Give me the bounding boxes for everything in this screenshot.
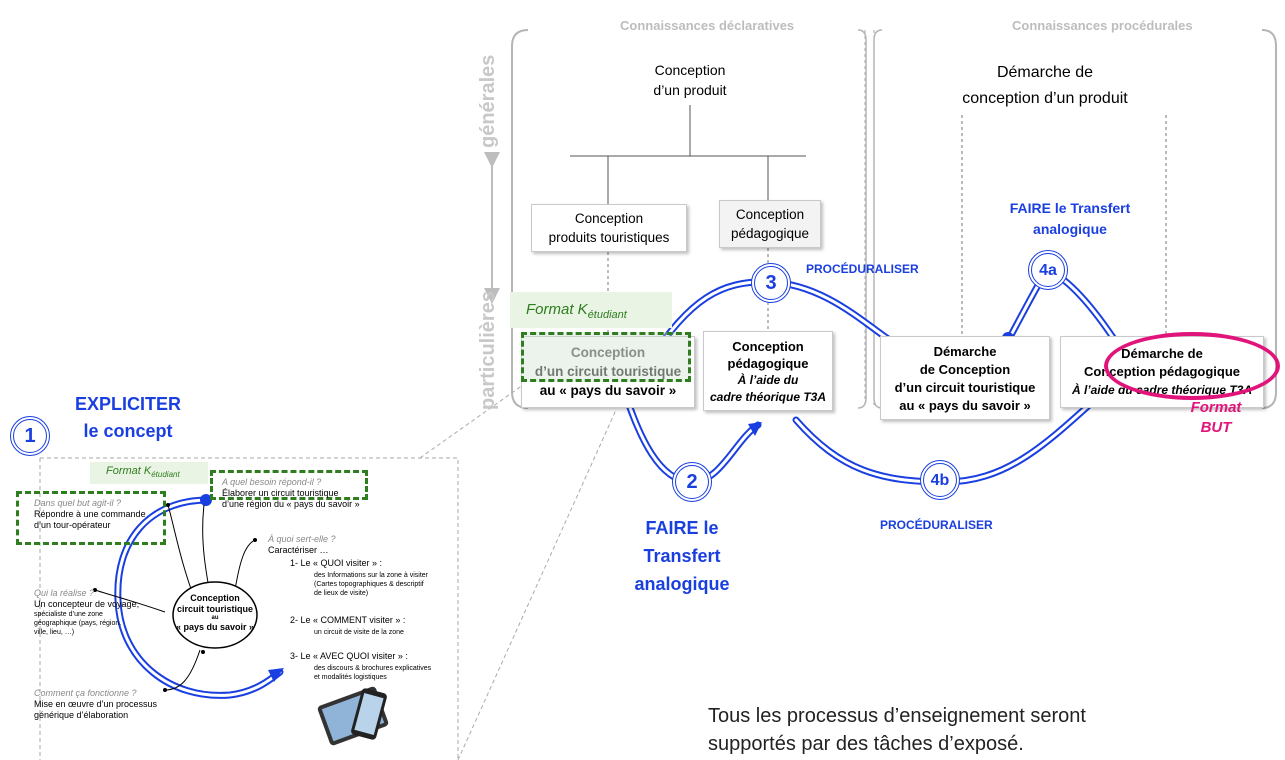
inset-item-1: 1- Le « QUOI visiter » : [290,558,383,568]
inset-q4: Qui la réalise ? Un concepteur de voyage… [34,588,140,636]
step-4a-circle: 4a [1028,250,1068,290]
format-but-ellipse [1104,332,1280,400]
step-3-circle: 3 [751,263,791,303]
step-4b-circle: 4b [920,460,960,500]
inset-center-ellipse [172,581,258,649]
step-2-circle: 2 [672,462,712,502]
inset-dashed-frame-1 [16,491,166,545]
inset-q1: Dans quel but agit-il ? Répondre à une c… [34,498,146,530]
step-3-label: PROCÉDURALISER [806,262,919,276]
inset-item-2-desc: un circuit de visite de la zone [314,629,404,636]
header-declarative: Connaissances déclaratives [620,18,795,33]
box-demarche-circuit: Démarche de Conception d’un circuit tour… [880,336,1050,420]
axis-label-particulieres: particulières [477,291,499,410]
inset-item-3: 3- Le « AVEC QUOI visiter » : [290,651,408,661]
step-4b-label: PROCÉDURALISER [880,518,993,532]
inset-q3: À quoi sert-elle ? Caractériser … [268,534,336,555]
box-conception-circuit: Conception d’un circuit touristique au «… [521,336,695,408]
inset-q2: A quel besoin répond-il ? Élaborer un ci… [222,477,360,509]
devices-illustration [317,686,389,746]
left-bracket [511,29,529,409]
inset-item-1-desc: des Informations sur la zone à visiter(C… [314,572,428,597]
box-conception-peda-t3a: Conception pédagogique À l’aide du cadre… [703,331,833,411]
footer-text: Tous les processus d’enseignement seront… [708,705,1086,755]
inset-dashed-frame-2 [210,470,368,500]
kstudent-dashed-frame [521,332,691,382]
step-1-circle: 1 [10,416,50,456]
header-procedural: Connaissances procédurales [1012,18,1193,33]
inset-item-2: 2- Le « COMMENT visiter » : [290,615,406,625]
inset-q5: Comment ça fonctionne ? Mise en œuvre d’… [34,688,158,720]
axis-label-generales: générales [477,54,499,148]
right-bracket [1261,29,1277,409]
format-kstudent-label: Format Kétudiant [510,292,672,328]
inset-center-label: Conception circuit touristique au « pays… [175,593,255,632]
inset-format-kstudent: Format Kétudiant [90,462,208,484]
